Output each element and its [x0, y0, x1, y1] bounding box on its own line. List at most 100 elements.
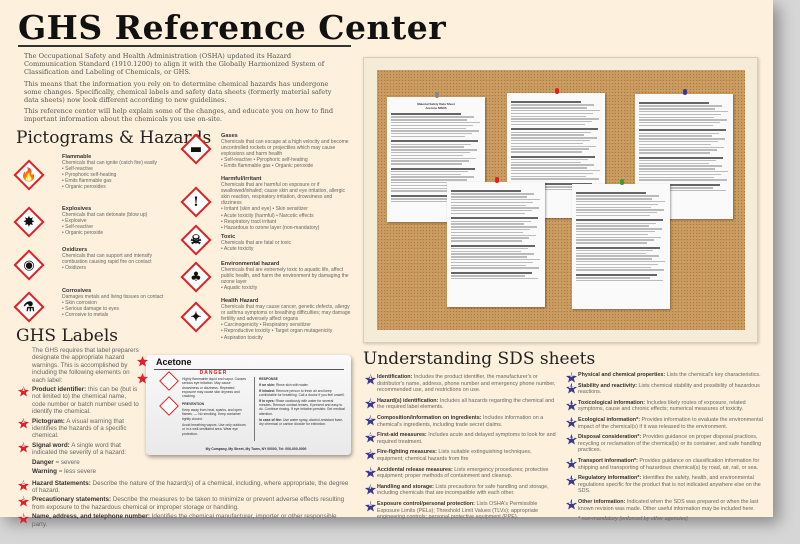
sample-label: Acetone DANGER Highly flammable liquid a…: [146, 355, 351, 455]
number-star-icon: 11: [566, 399, 577, 411]
signal-warning: Warning = less severe: [32, 468, 96, 476]
pictogram-bullet: • Reproductive toxicity • Target organ m…: [221, 328, 333, 335]
number-star-icon: 8: [365, 500, 376, 512]
number-star-icon: [137, 373, 148, 384]
pictogram-bullet: • Hazardous to ozone layer (non-mandator…: [221, 224, 320, 231]
prevention-text: Avoid breathing vapors. Use only outdoor…: [182, 423, 246, 436]
exclamation-mark-icon: [159, 396, 179, 416]
labels-intro: The GHS requires that label preparers de…: [32, 347, 139, 384]
pictogram-item: Environmental hazard Chemicals that are …: [221, 261, 351, 291]
number-star-icon: 15: [566, 475, 577, 486]
number-star-icon: 10: [566, 382, 577, 394]
pictogram-item: Harmful/irritant Chemicals that are harm…: [221, 176, 351, 231]
sheet-subtitle: Acetone MSDS: [425, 106, 447, 110]
pictogram-bullet: • Organic peroxide: [62, 230, 104, 237]
sds-sheet: [635, 94, 733, 219]
number-star-icon: 4: [365, 432, 376, 443]
number-star-icon: [137, 356, 148, 367]
number-star-icon: 2: [18, 417, 29, 429]
signal-danger: Danger = severe: [32, 458, 80, 466]
intro-paragraph: This reference center will help explain …: [24, 107, 334, 124]
pictogram-bullet: • Emits flammable gas • Organic peroxide: [221, 163, 314, 170]
pictogram-glyph: ⚗: [23, 299, 35, 315]
pictogram-item: Oxidizers Chemicals that can support and…: [62, 247, 177, 271]
number-star-icon: 4: [18, 479, 29, 491]
number-star-icon: 12: [566, 416, 577, 428]
prevention-text: Keep away from heat, sparks, and open fl…: [182, 408, 242, 421]
pictogram-bullet: • Oxidizers: [62, 265, 86, 272]
push-pin-icon: [495, 177, 499, 183]
pictogram-item: Gases Chemicals that can escape at a hig…: [221, 133, 351, 170]
number-star-icon: 2: [365, 397, 376, 409]
pictogram-name: Oxidizers: [62, 247, 88, 253]
number-star-icon: 16: [566, 498, 577, 510]
labels-list: The GHS requires that label preparers de…: [18, 347, 353, 530]
pictogram-bullet: • Self-reactive • Pyrophoric self-heatin…: [221, 157, 308, 164]
pictogram-name: Corrosives: [62, 288, 92, 294]
pictogram-glyph: ▬: [189, 141, 203, 157]
number-star-icon: 14: [566, 457, 577, 469]
response-item: If in eyes: Rinse cautiously with water …: [259, 398, 345, 416]
label-divider: [254, 377, 255, 441]
number-star-icon: 3: [365, 414, 376, 426]
sds-footnote: * non-mandatory (enforced by other agenc…: [578, 516, 688, 523]
pictogram-glyph: !: [193, 194, 199, 210]
intro: The Occupational Safety and Health Admin…: [24, 52, 344, 127]
number-star-icon: 5: [365, 449, 376, 460]
supplier-info: My Company, My Street, My Town, NY 00000…: [205, 447, 307, 451]
number-star-icon: 6: [18, 513, 29, 524]
pictogram-bullet: • Organic peroxides: [62, 184, 106, 191]
pictogram-bullet: • Acute toxicity: [221, 246, 254, 253]
pictogram-desc: Damages metals and living tissues on con…: [62, 294, 164, 301]
pictogram-bullet: • Aquatic toxicity: [221, 285, 258, 292]
number-star-icon: 1: [18, 386, 29, 397]
number-star-icon: 1: [365, 374, 376, 385]
pictogram-name: Gases: [221, 133, 238, 139]
pictograms-heading: Pictograms & Hazards: [16, 128, 212, 148]
pictogram-desc: Chemicals that are extremely toxic to aq…: [221, 267, 349, 286]
sheet-title: Material Safety Data Sheet: [417, 102, 455, 106]
pictogram-bullet: • Carcinogenicity • Respiratory sensitiz…: [221, 322, 311, 329]
pictogram-glyph: ◉: [23, 257, 35, 273]
pictogram-bullet: • Pyrophoric self-heating: [62, 172, 117, 179]
pictogram-desc: Chemicals that are harmful on exposure o…: [221, 182, 345, 207]
signal-word: DANGER: [199, 370, 228, 376]
hazard-statement: Highly flammable liquid and vapor. Cause…: [182, 377, 247, 399]
labels-heading: GHS Labels: [16, 326, 118, 346]
poster: GHS Reference Center The Occupational Sa…: [0, 0, 773, 528]
pictogram-name: Health Hazard: [221, 298, 259, 304]
pictogram-bullet: • Corrosive to metals: [62, 312, 109, 319]
pictogram-desc: Chemicals that may cause cancer, genetic…: [221, 304, 351, 323]
pictogram-desc: Chemicals that can support and intensify…: [62, 253, 153, 266]
pictogram-item: Flammable Chemicals that can ignite (cat…: [62, 154, 177, 191]
pictogram-glyph: ✦: [190, 309, 202, 325]
response-title: RESPONSE: [259, 377, 278, 381]
pictogram-desc: Chemicals that can detonate (blow up): [62, 212, 148, 219]
label-product-name: Acetone: [156, 357, 192, 367]
pictogram-glyph: ♣: [190, 269, 202, 285]
title-rule: [18, 45, 351, 47]
pictogram-bullet: • Skin corrosion: [62, 300, 97, 307]
pictogram-item: Health Hazard Chemicals that may cause c…: [221, 298, 351, 341]
pictogram-name: Environmental hazard: [221, 261, 280, 267]
pictogram-item: Explosives Chemicals that can detonate (…: [62, 206, 177, 236]
pictogram-bullet: • Respiratory tract irritant: [221, 218, 277, 225]
